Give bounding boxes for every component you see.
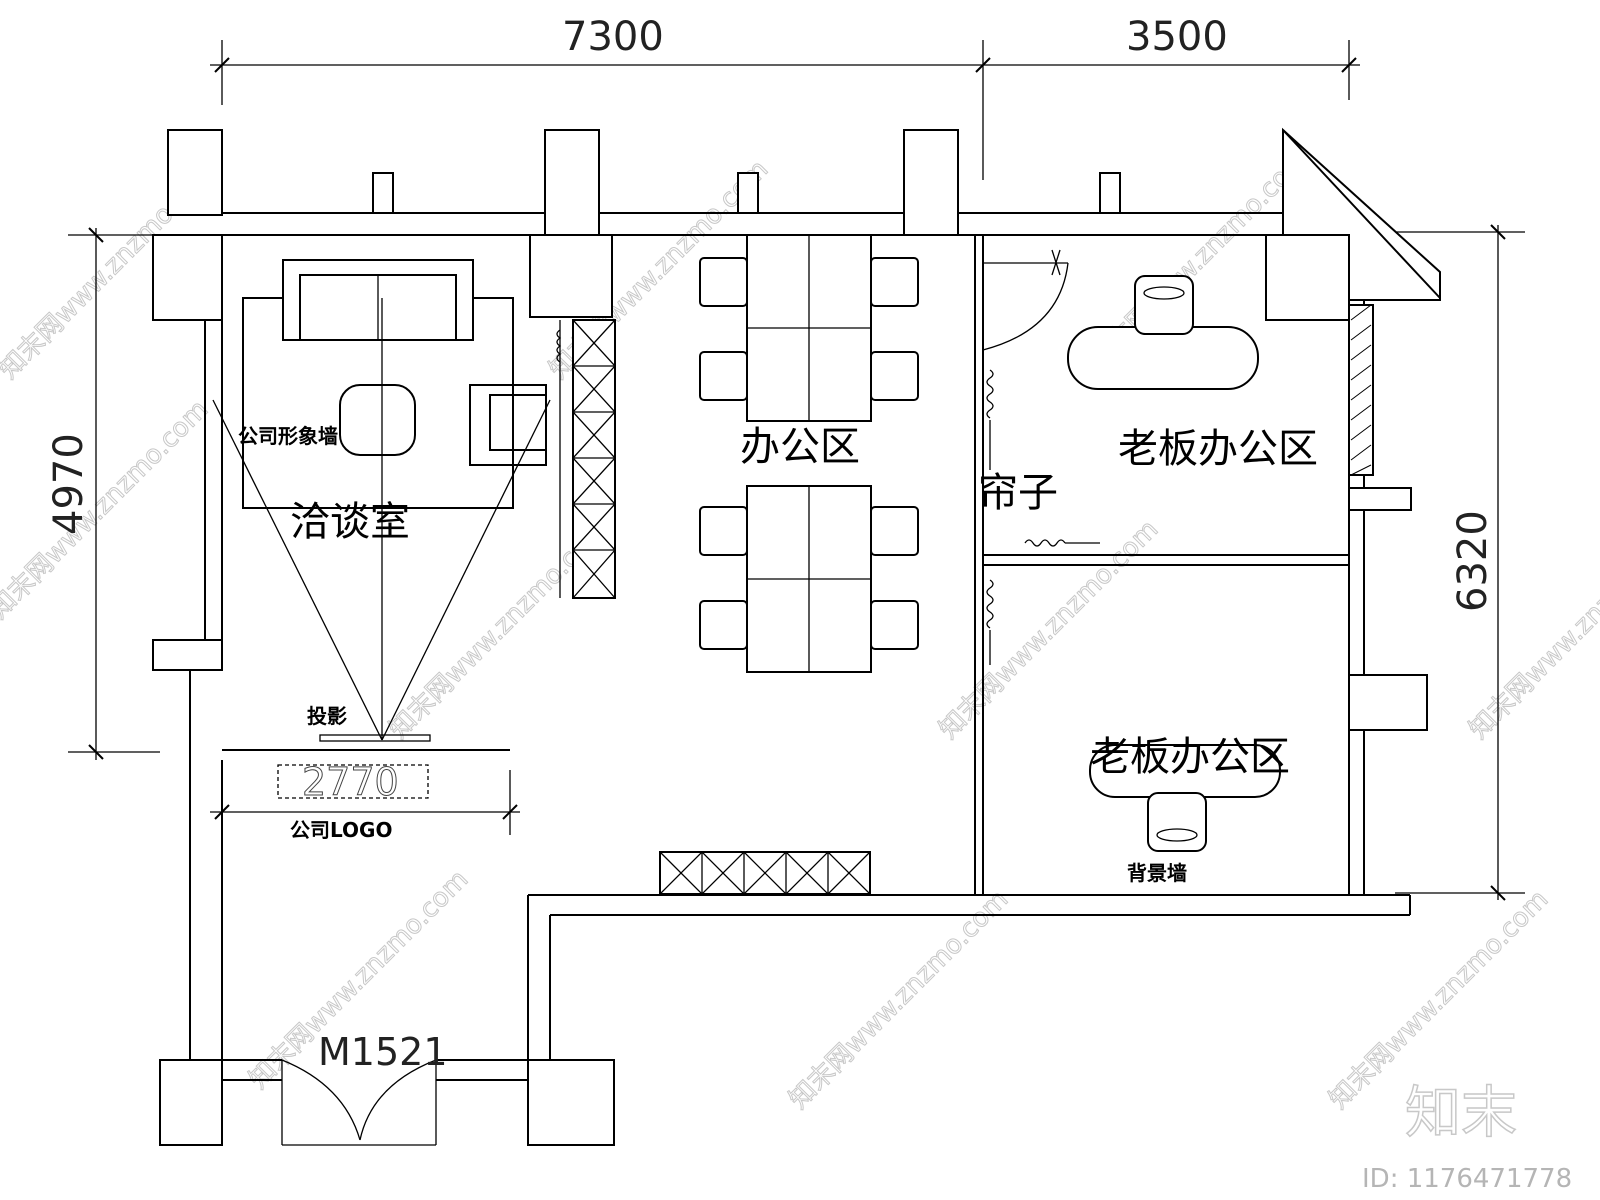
room-label-office: 办公区: [740, 424, 860, 470]
walls: [152, 127, 1441, 1146]
label-curtain: 帘子: [978, 470, 1058, 516]
room-label-meeting: 洽谈室: [290, 499, 410, 545]
dim-right: 6320: [1450, 510, 1496, 612]
image-id: ID: 1176471778: [1362, 1164, 1572, 1194]
room-label-boss-2: 老板办公区: [1090, 734, 1290, 780]
meeting-room-furniture: 2770: [212, 259, 551, 805]
dimension-lines: 7300 3500 4970 6320: [46, 14, 1525, 901]
low-cabinet: [659, 851, 871, 895]
room-label-boss-1: 老板办公区: [1118, 426, 1318, 472]
label-projection: 投影: [307, 704, 347, 728]
boss-office-furniture: [1067, 275, 1281, 852]
watermark-text: 知末网www.znzmo.com: [0, 394, 214, 625]
dim-left: 4970: [46, 433, 92, 535]
office-desks: [699, 234, 919, 673]
dim-top-right: 3500: [1126, 14, 1228, 60]
dim-top-left: 7300: [562, 14, 664, 60]
watermark-text: 知末网www.znzmo.com: [934, 514, 1165, 745]
entry-door: M1521: [281, 1030, 448, 1146]
door-code: M1521: [318, 1030, 448, 1074]
label-company-logo: 公司LOGO: [290, 818, 392, 842]
label-image-wall: 公司形象墙: [238, 424, 338, 448]
room-labels: 洽谈室 办公区 老板办公区 老板办公区 帘子 公司形象墙 投影 公司LOGO 背…: [238, 424, 1318, 885]
brand-watermark: 知末: [1405, 1081, 1517, 1146]
partitions: [974, 235, 1349, 895]
shelf-cabinet: [556, 319, 616, 599]
dim-bottom-logo: 2770: [302, 760, 399, 804]
watermark-text: 知末网www.znzmo.com: [784, 884, 1015, 1115]
right-wall-hatch: [1350, 304, 1372, 476]
label-background-wall: 背景墙: [1127, 861, 1187, 885]
